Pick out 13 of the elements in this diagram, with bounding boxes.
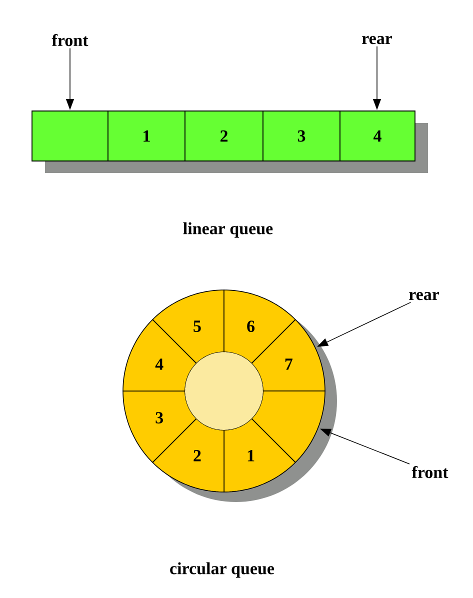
caption-text: linear queue bbox=[183, 222, 273, 238]
queue-sector: 1 bbox=[224, 418, 296, 492]
center-circle bbox=[184, 352, 264, 430]
pointer-label: rear bbox=[362, 36, 392, 44]
queue-cell: 4 bbox=[340, 110, 416, 162]
pointer-label: front bbox=[52, 34, 88, 46]
queue-cell: 2 bbox=[184, 110, 264, 162]
queue-cell: 1 bbox=[108, 110, 186, 162]
queue-cell: 3 bbox=[262, 110, 340, 162]
pointer-label: front bbox=[412, 466, 448, 478]
caption-text: circular queue bbox=[170, 562, 274, 578]
pointer-label: rear bbox=[409, 292, 440, 300]
queue-cell bbox=[32, 110, 108, 162]
